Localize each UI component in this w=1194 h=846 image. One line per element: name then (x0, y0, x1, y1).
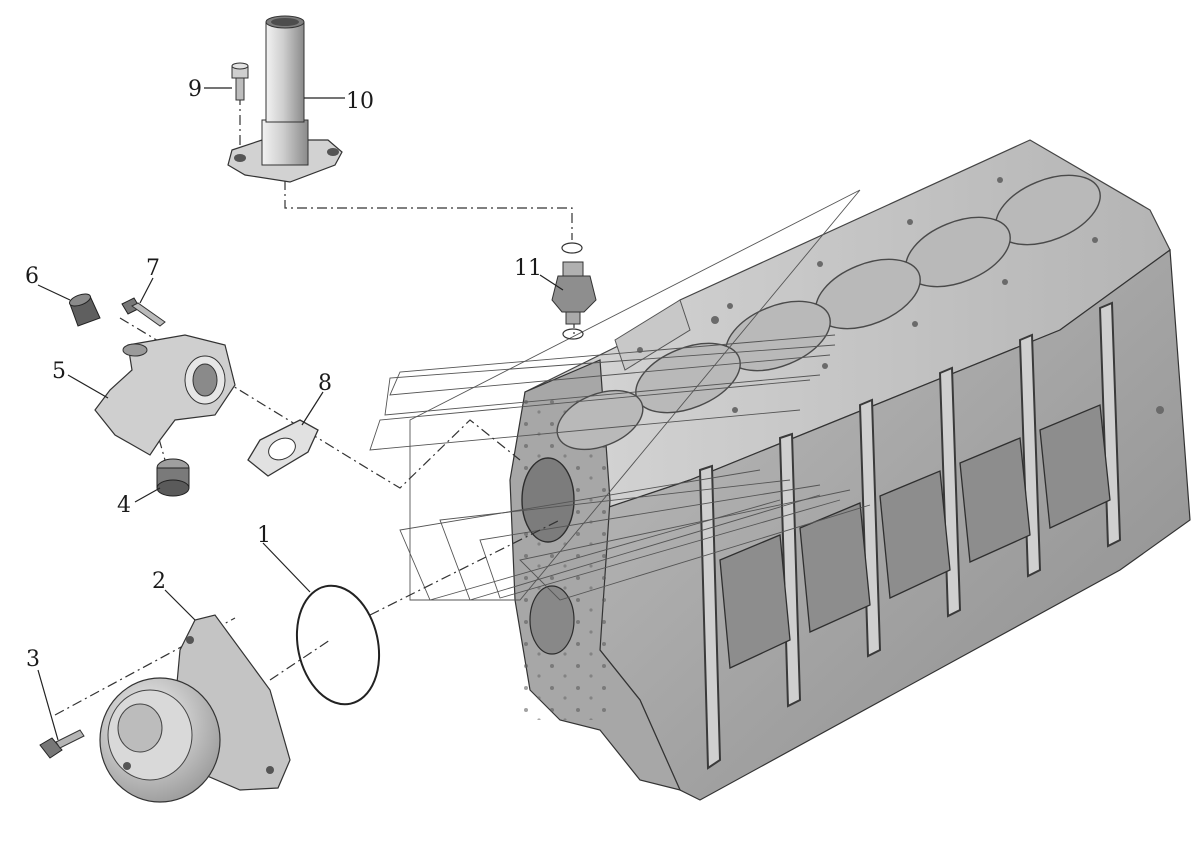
cylinder-bores (556, 174, 1101, 451)
part-6-plug (69, 293, 101, 327)
part-11-thermostat (551, 242, 597, 340)
callout-leaders (37, 87, 564, 741)
callout-7: 7 (146, 256, 160, 281)
part-5-inlet-elbow (94, 334, 236, 456)
engine-block (369, 139, 1191, 801)
bearing-saddles (719, 404, 1111, 669)
callout-5: 5 (52, 359, 66, 384)
callout-1: 1 (257, 523, 271, 548)
callout-10: 10 (346, 89, 374, 114)
head-outline-ghost (369, 189, 871, 601)
callout-labels: 1 2 3 4 5 6 7 8 9 10 11 (25, 77, 542, 672)
part-7-bolt (121, 297, 166, 327)
callout-11: 11 (514, 256, 542, 281)
callout-6: 6 (25, 264, 39, 289)
part-1-o-ring (295, 584, 381, 706)
block-ribs (698, 301, 1122, 770)
part-10-outlet-pipe (227, 15, 343, 183)
part-2-water-pump (99, 614, 291, 803)
part-8-gasket (247, 419, 319, 477)
callout-3: 3 (26, 647, 40, 672)
part-9-bolt (231, 62, 249, 101)
callout-8: 8 (318, 371, 332, 396)
callout-4: 4 (117, 493, 131, 518)
part-4-plug (156, 458, 190, 497)
part-3-bolt (39, 729, 85, 759)
callout-9: 9 (188, 77, 202, 102)
callout-2: 2 (152, 569, 166, 594)
block-pump-bore (521, 457, 575, 543)
